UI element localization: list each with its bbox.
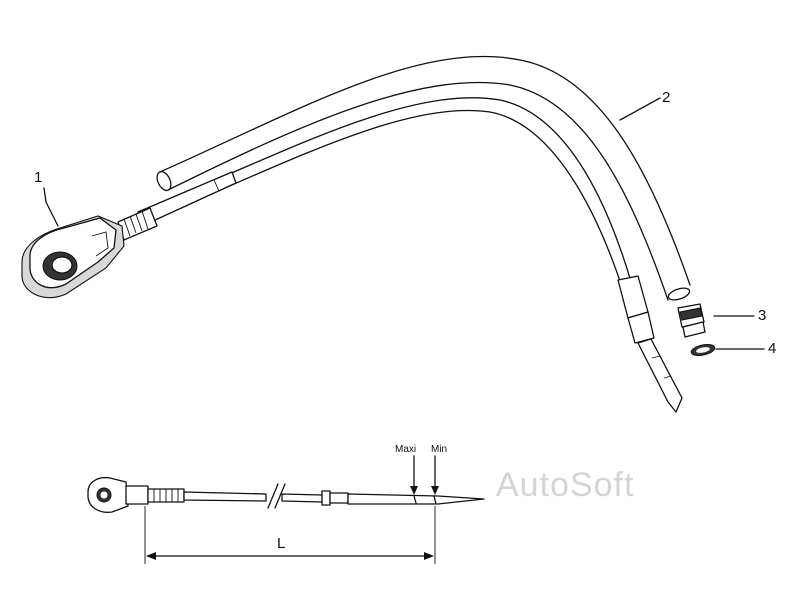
dimension-line: [144, 506, 436, 564]
guide-tube: [156, 55, 691, 301]
callout-4: 4: [768, 340, 776, 357]
min-level-label: Min: [431, 444, 447, 455]
dipstick-blade: [117, 97, 683, 413]
dimension-label: L: [277, 535, 285, 552]
ribbed-collar: [117, 207, 158, 241]
seal-ring: [690, 344, 716, 356]
union-nut: [677, 303, 706, 338]
handle-ring: [21, 215, 125, 299]
straight-dipstick: [87, 476, 485, 513]
callout-2: 2: [662, 89, 670, 106]
callout-3: 3: [758, 307, 766, 324]
leader-lines: [43, 97, 765, 350]
watermark: AutoSoft: [496, 466, 634, 504]
level-arrows: [410, 455, 439, 495]
callout-1: 1: [34, 169, 42, 186]
max-level-label: Maxi: [395, 444, 416, 455]
